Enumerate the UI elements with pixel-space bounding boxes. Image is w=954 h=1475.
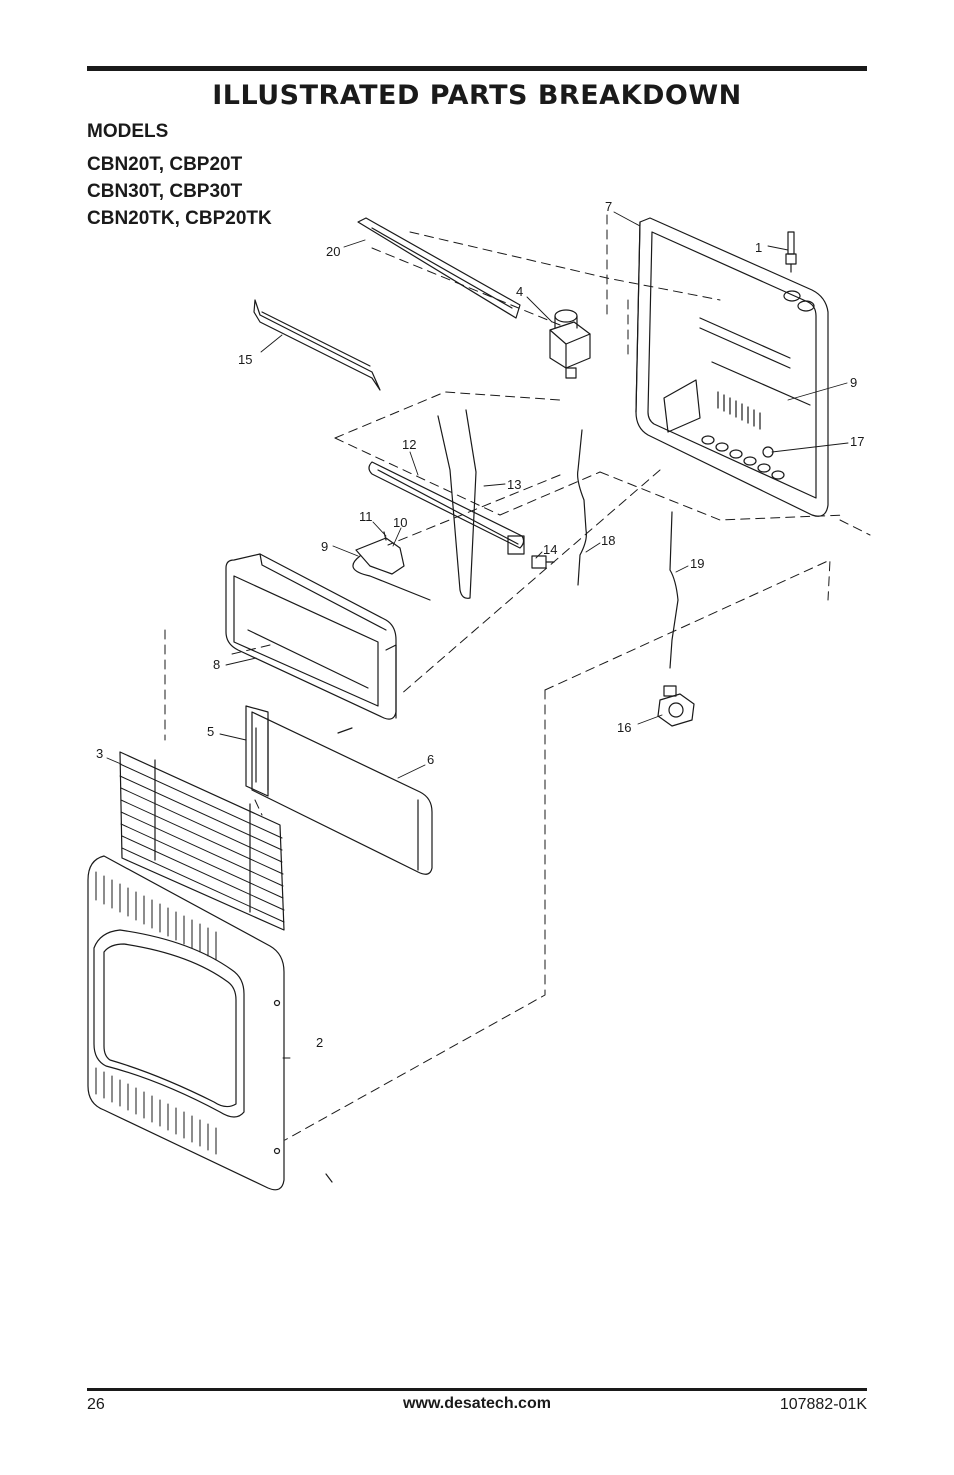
callout-17: 17 (850, 434, 864, 449)
top-bracket-part-20 (357, 217, 521, 319)
leader-lines (106, 211, 849, 1059)
page-title: ILLUSTRATED PARTS BREAKDOWN (212, 80, 742, 111)
front-panel-part-2 (87, 855, 285, 1191)
radiant-panel-part-6 (251, 711, 433, 875)
callout-20: 20 (326, 244, 340, 259)
callout-16: 16 (617, 720, 631, 735)
callout-6: 6 (427, 752, 434, 767)
callout-13: 13 (507, 477, 521, 492)
assembly-guide-lines (164, 214, 871, 1141)
igniter-part-1 (785, 231, 797, 273)
fitting-part-14 (531, 555, 555, 569)
left-bracket-part-5 (245, 705, 269, 797)
firebox-part-8 (225, 553, 397, 720)
document-number: 107882-01K (779, 1396, 867, 1413)
gas-line-part-19 (669, 511, 679, 669)
page-number: 26 (87, 1396, 105, 1413)
callout-5: 5 (207, 724, 214, 739)
callout-12: 12 (402, 437, 416, 452)
gas-tube-part-18 (577, 429, 587, 586)
callout-11: 11 (359, 509, 373, 524)
callout-10: 10 (393, 515, 407, 530)
callout-18: 18 (601, 533, 615, 548)
callout-2: 2 (316, 1035, 323, 1050)
bottom-rule (87, 1388, 867, 1391)
callout-14: 14 (543, 542, 557, 557)
callout-3: 3 (96, 746, 103, 761)
top-rule (87, 66, 867, 71)
models-list: CBN20T, CBP20T CBN30T, CBP30T CBN20TK, C… (87, 151, 272, 232)
models-label: MODELS (87, 121, 169, 142)
callout-8: 8 (213, 657, 220, 672)
callout-15: 15 (238, 352, 252, 367)
pilot-assembly-parts-9-10-11 (352, 531, 431, 601)
control-valve-part-4 (549, 309, 591, 379)
grill-part-3 (119, 751, 285, 931)
callout-19: 19 (690, 556, 704, 571)
callout-9a: 9 (321, 539, 328, 554)
screw (325, 1173, 333, 1183)
burner-part-12 (368, 461, 525, 555)
callout-9b: 9 (850, 375, 857, 390)
burner-ports (701, 435, 785, 480)
vent-slots (717, 391, 761, 430)
model-line: CBN20T, CBP20T (87, 154, 243, 175)
website-link[interactable]: www.desatech.com (403, 1395, 551, 1412)
regulator-part-16 (657, 685, 695, 727)
callout-1: 1 (755, 240, 762, 255)
model-line: CBN20TK, CBP20TK (87, 208, 272, 229)
model-line: CBN30T, CBP30T (87, 181, 243, 202)
screw (337, 727, 353, 734)
thermocouple-part-13 (437, 409, 477, 599)
callout-7: 7 (605, 199, 612, 214)
callout-4: 4 (516, 284, 523, 299)
back-casing-part-7 (635, 217, 829, 517)
bracket-strip-part-15 (253, 299, 381, 391)
